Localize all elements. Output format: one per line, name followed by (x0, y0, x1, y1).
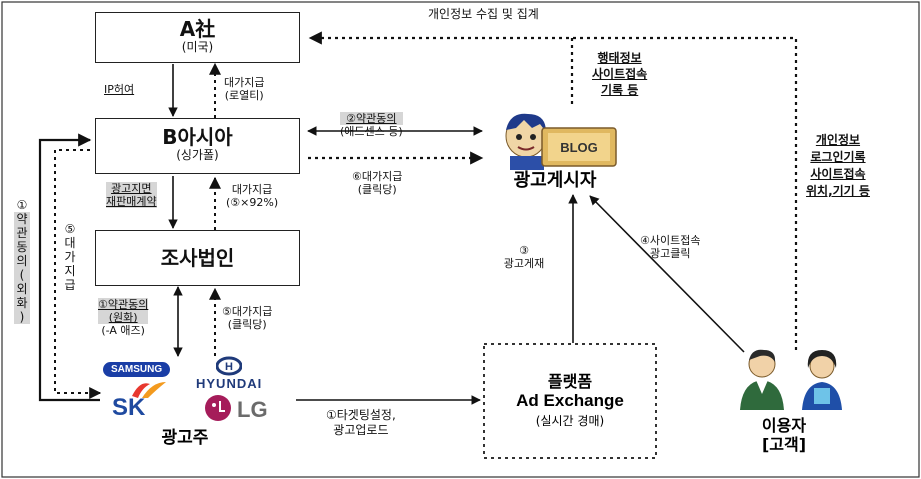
platform-line3: (실시간 경매) (535, 414, 605, 428)
lg-face-icon (204, 394, 232, 422)
pay-per-click-label: ⑥대가지급 (클릭당) (352, 170, 402, 196)
platform-line1: 플랫폼 (547, 372, 593, 391)
terms-adsense-line1: ②약관동의 (340, 112, 403, 125)
blogger-icon: BLOG (505, 113, 617, 170)
research-title: 조사법인 (160, 246, 235, 270)
personal-line4: 위치,기기 등 (806, 184, 870, 198)
platform-box (483, 343, 657, 459)
site-click-arrow (589, 195, 745, 353)
users-illustration (734, 344, 864, 410)
pay-click-line2: (클릭당) (227, 318, 267, 331)
hyundai-emblem-icon: H (215, 356, 243, 376)
sk-butterfly-icon (128, 378, 168, 400)
platform-label: 플랫폼 Ad Exchange (실시간 경매) (486, 372, 654, 431)
b-asia-box: B아시아 (싱가폴) (95, 118, 300, 174)
svg-text:H: H (225, 361, 233, 373)
research-box: 조사법인 (95, 230, 300, 286)
user-couple-icon (740, 349, 842, 410)
terms-foreign-arrow (38, 133, 100, 402)
royalty-line1: 대가지급 (224, 76, 265, 89)
personal-info-collection-label: 개인정보 수집 및 집계 (428, 7, 539, 21)
pay-left-label: ⑤ 대 가 지 급 (64, 222, 76, 292)
pay-per-click-line2: (클릭당) (357, 183, 397, 196)
terms-won-label: ①약관동의 (원화) (-A 애즈) (98, 298, 149, 337)
sk-logo: SK (112, 394, 146, 421)
terms-adsense-label: ②약관동의 (애드센스 등) (340, 112, 403, 138)
ad-post-line2: 광고게재 (503, 257, 545, 270)
behavior-line2: 사이트접속 (592, 67, 648, 81)
terms-won-line1: ①약관동의 (98, 298, 149, 311)
behavior-info-label: 행태정보 사이트접속 기록 등 (592, 50, 647, 98)
targeting-line1: ①타겟팅설정, (326, 408, 396, 422)
b-asia-sub: (싱가폴) (176, 148, 219, 162)
pay-92-label: 대가지급 (⑤×92%) (226, 183, 278, 209)
publisher-title: 광고게시자 (513, 170, 597, 191)
b-asia-title: B아시아 (162, 125, 233, 149)
hyundai-logo: HYUNDAI (196, 376, 263, 391)
a-company-sub: (미국) (181, 40, 214, 54)
personal-line1: 개인정보 (815, 133, 861, 147)
a-company-title: A社 (179, 17, 216, 41)
samsung-logo: SAMSUNG (103, 362, 171, 377)
users-sub: [고객] (761, 435, 807, 454)
lg-logo: LG (237, 397, 268, 422)
resale-line2: 재판매계약 (106, 195, 157, 208)
personal-line2: 로그인기록 (810, 150, 866, 164)
pay-click-line1: ⑤대가지급 (222, 305, 273, 318)
users-title: 이용자 (761, 416, 807, 435)
resale-contract-label: 광고지면 재판매계약 (106, 182, 157, 208)
users-label: 이용자 [고객] (742, 416, 826, 454)
ip-license-label: IP허여 (104, 83, 135, 96)
ad-post-line1: ③ (519, 244, 529, 257)
advertiser-title: 광고주 (161, 428, 209, 448)
pay-left-arrow (54, 149, 102, 399)
behavior-line3: 기록 등 (600, 83, 639, 97)
site-click-label: ④사이트접속 광고클릭 (640, 234, 700, 260)
publisher-illustration: BLOG (488, 106, 648, 170)
ad-post-label: ③ 광고게재 (494, 244, 554, 270)
pay-click-label: ⑤대가지급 (클릭당) (222, 305, 272, 331)
personal-info-label: 개인정보 로그인기록 사이트접속 위치,기기 등 (806, 132, 870, 200)
terms-foreign-label: ① 약 관 동 의 ( 외 화 ) (14, 198, 30, 324)
terms-won-line3: (-A 애즈) (101, 324, 145, 337)
site-click-line1: ④사이트접속 (640, 234, 701, 247)
behavior-line1: 행태정보 (597, 51, 642, 65)
platform-line2: Ad Exchange (516, 391, 624, 410)
site-click-line2: 광고클릭 (649, 247, 691, 260)
blog-sign-text: BLOG (560, 140, 598, 155)
targeting-line2: 광고업로드 (333, 423, 389, 437)
pay-92-line2: (⑤×92%) (226, 196, 279, 209)
personal-line3: 사이트접속 (810, 167, 866, 181)
resale-line1: 광고지면 (106, 182, 157, 195)
targeting-label: ①타겟팅설정, 광고업로드 (326, 408, 396, 438)
pay-92-line1: 대가지급 (231, 183, 273, 196)
royalty-label: 대가지급 (로열티) (224, 76, 264, 102)
pay-per-click-line1: ⑥대가지급 (352, 170, 403, 183)
terms-adsense-line2: (애드센스 등) (340, 125, 403, 138)
terms-won-line2: (원화) (98, 311, 149, 324)
a-company-box: A社 (미국) (95, 12, 300, 63)
royalty-line2: (로열티) (224, 89, 264, 102)
